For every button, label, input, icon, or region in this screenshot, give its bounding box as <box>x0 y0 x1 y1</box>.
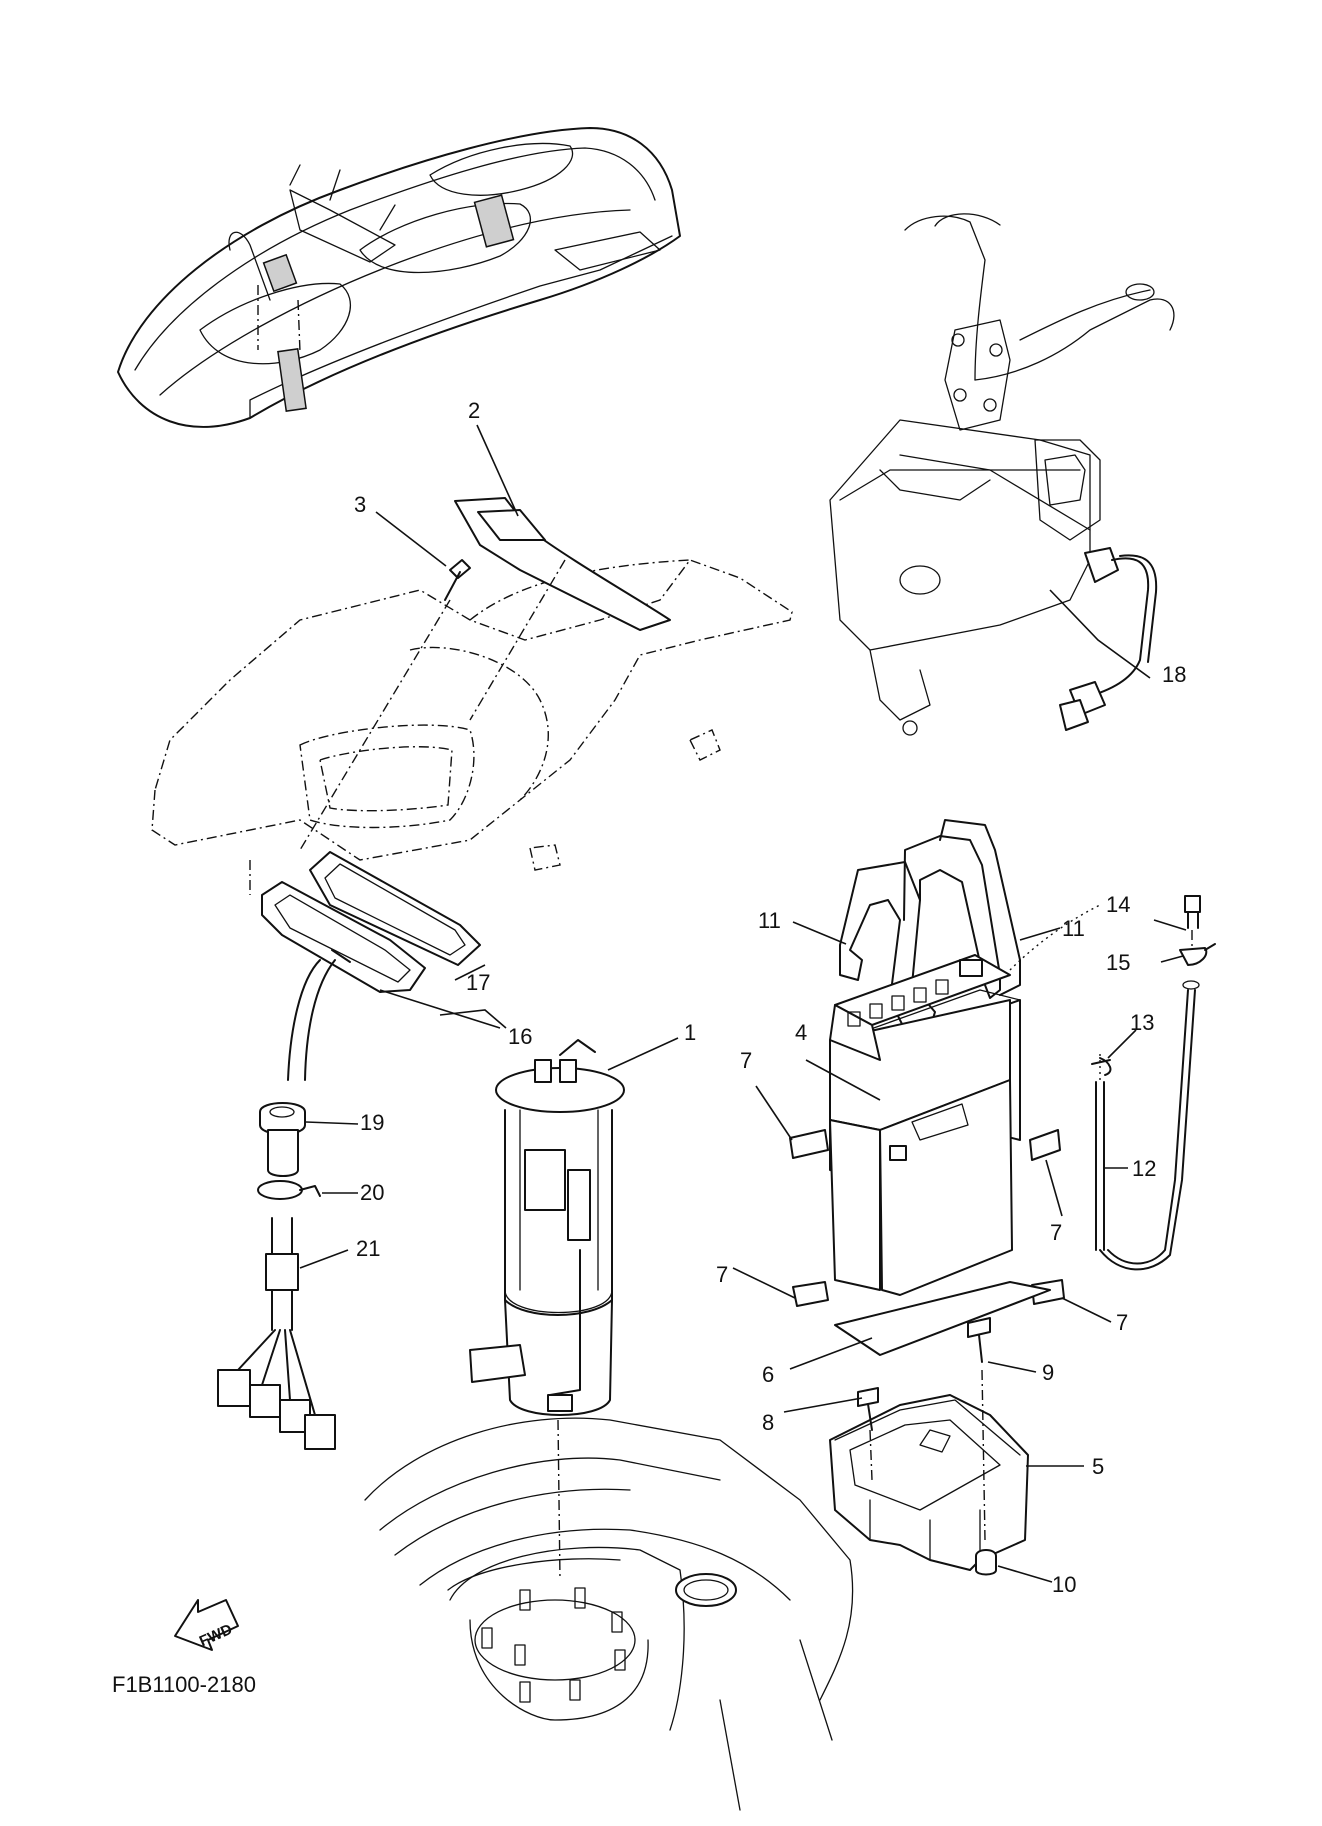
callout-4: 4 <box>795 1020 807 1045</box>
battery-vent-hose <box>1091 895 1216 1271</box>
watercraft-overview <box>117 127 681 428</box>
callout-7d: 7 <box>1116 1310 1128 1335</box>
callout-7b: 7 <box>1050 1220 1062 1245</box>
callout-15: 15 <box>1106 950 1130 975</box>
callout-18: 18 <box>1162 662 1186 687</box>
callout-17: 17 <box>466 970 490 995</box>
callout-9: 9 <box>1042 1360 1054 1385</box>
callout-21: 21 <box>356 1236 380 1261</box>
callout-12: 12 <box>1132 1156 1156 1181</box>
callout-11b: 11 <box>1062 916 1085 941</box>
callout-8: 8 <box>762 1410 774 1435</box>
callout-13: 13 <box>1130 1010 1154 1035</box>
callout-7a: 7 <box>740 1048 752 1073</box>
leader-lines <box>299 424 1187 1583</box>
hull-underside <box>364 1417 854 1811</box>
callout-16: 16 <box>508 1024 532 1049</box>
hatch-and-gasket <box>249 851 481 1081</box>
callout-19: 19 <box>360 1110 384 1135</box>
callout-numbers: 1 2 3 4 5 6 7 7 7 7 8 9 10 11 11 12 13 1… <box>354 398 1186 1597</box>
callout-10: 10 <box>1052 1572 1076 1597</box>
fuel-pump-assembly <box>469 1039 625 1581</box>
engine-electrical-assembly <box>829 213 1175 736</box>
callout-7c: 7 <box>716 1262 728 1287</box>
callout-2: 2 <box>468 398 480 423</box>
callout-6: 6 <box>762 1362 774 1387</box>
fuel-hose-harness <box>217 1102 336 1450</box>
fwd-arrow: FWD <box>174 1599 239 1651</box>
callout-11a: 11 <box>758 908 781 933</box>
drawing-code: F1B1100-2180 <box>112 1672 256 1697</box>
callout-5: 5 <box>1092 1454 1104 1479</box>
callout-14: 14 <box>1106 892 1130 917</box>
callout-20: 20 <box>360 1180 384 1205</box>
battery-assembly <box>789 904 1101 1576</box>
callout-1: 1 <box>684 1020 696 1045</box>
deck-cover <box>151 497 793 871</box>
callout-3: 3 <box>354 492 366 517</box>
